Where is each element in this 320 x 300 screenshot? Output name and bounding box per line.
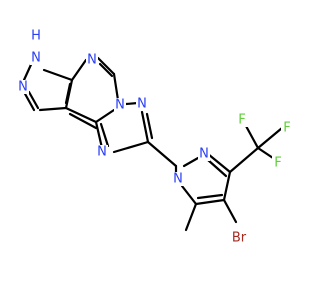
bond [196, 193, 224, 200]
bond [64, 106, 98, 124]
atom-label-n: N [31, 51, 41, 66]
bond [96, 56, 116, 76]
bond [38, 106, 68, 112]
atom-f3: F [272, 156, 284, 171]
bond [27, 90, 40, 110]
bond [244, 124, 260, 150]
atom-label-n: N [173, 172, 183, 187]
atom-label-n: N [115, 98, 125, 113]
atom-label-f: F [283, 121, 290, 136]
atom-nh: H N [30, 29, 42, 66]
molecule-svg: H N N N N N N [17, 28, 293, 246]
atom-label-n: N [97, 145, 107, 160]
bond [22, 90, 36, 112]
atom-label-n: N [18, 80, 28, 95]
bond [146, 140, 178, 168]
atom-f2: F [281, 121, 293, 136]
atom-labels: H N N N N N N [17, 29, 293, 246]
atom-label-n: N [87, 53, 97, 68]
bond [222, 170, 232, 202]
atom-n4: N [114, 98, 126, 113]
bond [182, 156, 200, 168]
atom-label-h: H [31, 29, 41, 44]
bond [206, 158, 228, 178]
atom-n6: N [96, 145, 108, 160]
atom-n7: N [198, 147, 210, 162]
bond [145, 112, 154, 140]
bond [112, 140, 150, 154]
atom-f1: F [236, 113, 248, 128]
bond [94, 120, 104, 150]
bond [42, 68, 74, 82]
atom-br: Br [229, 231, 249, 246]
atom-n2: N [17, 80, 29, 95]
atom-label-n: N [199, 147, 209, 162]
bond [94, 108, 116, 124]
atom-label-f: F [274, 156, 281, 171]
bond [99, 122, 110, 148]
bonds [22, 56, 284, 232]
bond [184, 202, 198, 232]
atom-n5: N [136, 97, 148, 112]
atom-n8: N [172, 172, 184, 187]
atom-label-f: F [238, 113, 245, 128]
bond [180, 184, 198, 206]
bond [194, 198, 226, 206]
atom-label-n: N [137, 97, 147, 112]
atom-n3: N [86, 53, 98, 68]
bond [98, 62, 114, 78]
bond [70, 58, 88, 82]
bond [140, 110, 150, 144]
bond [112, 72, 120, 102]
bond [222, 198, 238, 224]
bond [206, 152, 232, 174]
bond [256, 126, 284, 150]
bond [64, 82, 72, 105]
bond [228, 146, 260, 174]
atom-label-br: Br [232, 231, 247, 246]
bond [68, 112, 98, 130]
molecule-diagram: H N N N N N N [17, 28, 293, 246]
